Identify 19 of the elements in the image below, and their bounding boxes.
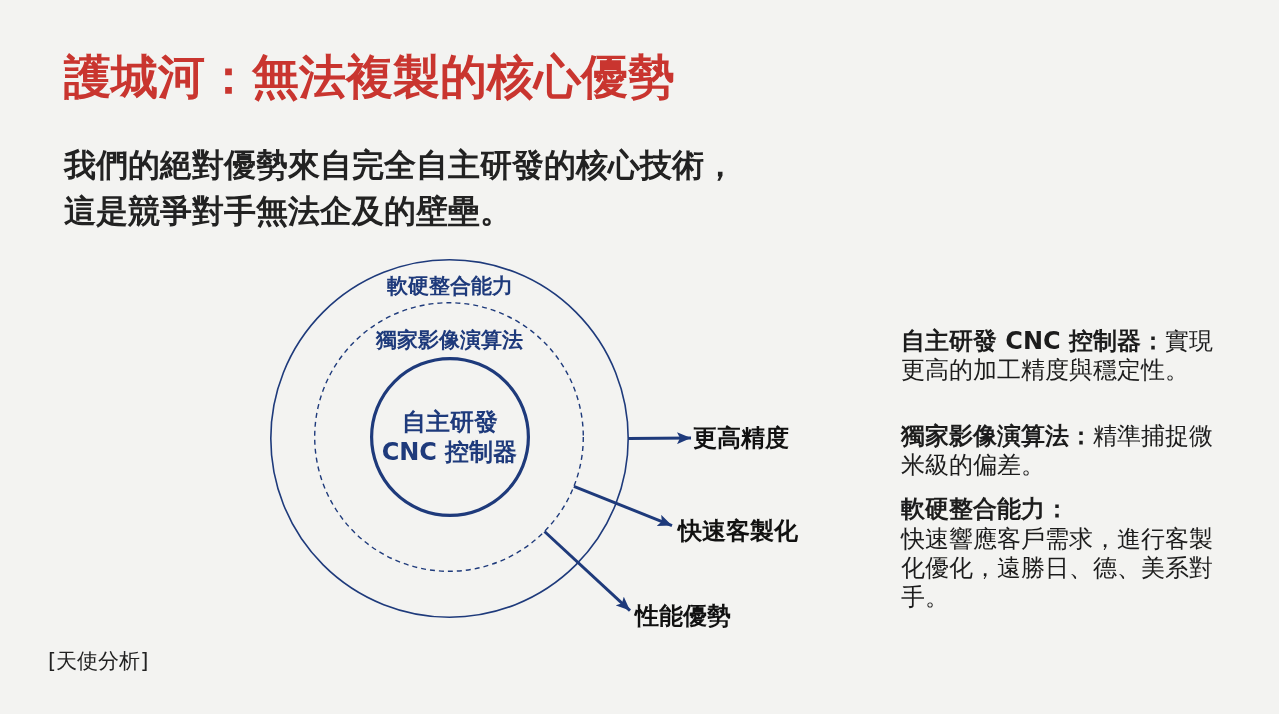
dashed-circle (314, 302, 584, 572)
description-text: 自主研發 CNC 控制器：實現更高的加工精度與穩定性。 (901, 327, 1215, 385)
description-text: 獨家影像演算法：精準捕捉微米級的偏差。 (901, 422, 1214, 480)
circle-label: 獨家影像演算法 (375, 327, 523, 354)
inner-circle (369, 357, 530, 517)
outcome-label: 性能優勢 (635, 601, 731, 631)
arrow (543, 530, 631, 612)
circle-label: 自主研發 CNC 控制器 (380, 407, 519, 467)
description-heading: 軟硬整合能力： (901, 495, 1069, 524)
source-note: [天使分析] (48, 648, 149, 674)
description-text: 快速響應客戶需求，進行客製化優化，遠勝日、德、美系對手。 (901, 525, 1214, 612)
subtitle-text: 我們的絕對優勢來自完全自主研發的核心技術，這是競爭對手無法企及的壁壘。 (64, 145, 737, 232)
outcome-label: 更高精度 (693, 423, 789, 453)
arrow (573, 485, 673, 527)
outer-circle (270, 259, 629, 618)
arrow (628, 432, 691, 445)
slide-title: 護城河：無法複製的核心優勢 (64, 49, 675, 105)
circle-label: 軟硬整合能力 (386, 273, 513, 300)
outcome-label: 快速客製化 (678, 516, 798, 546)
